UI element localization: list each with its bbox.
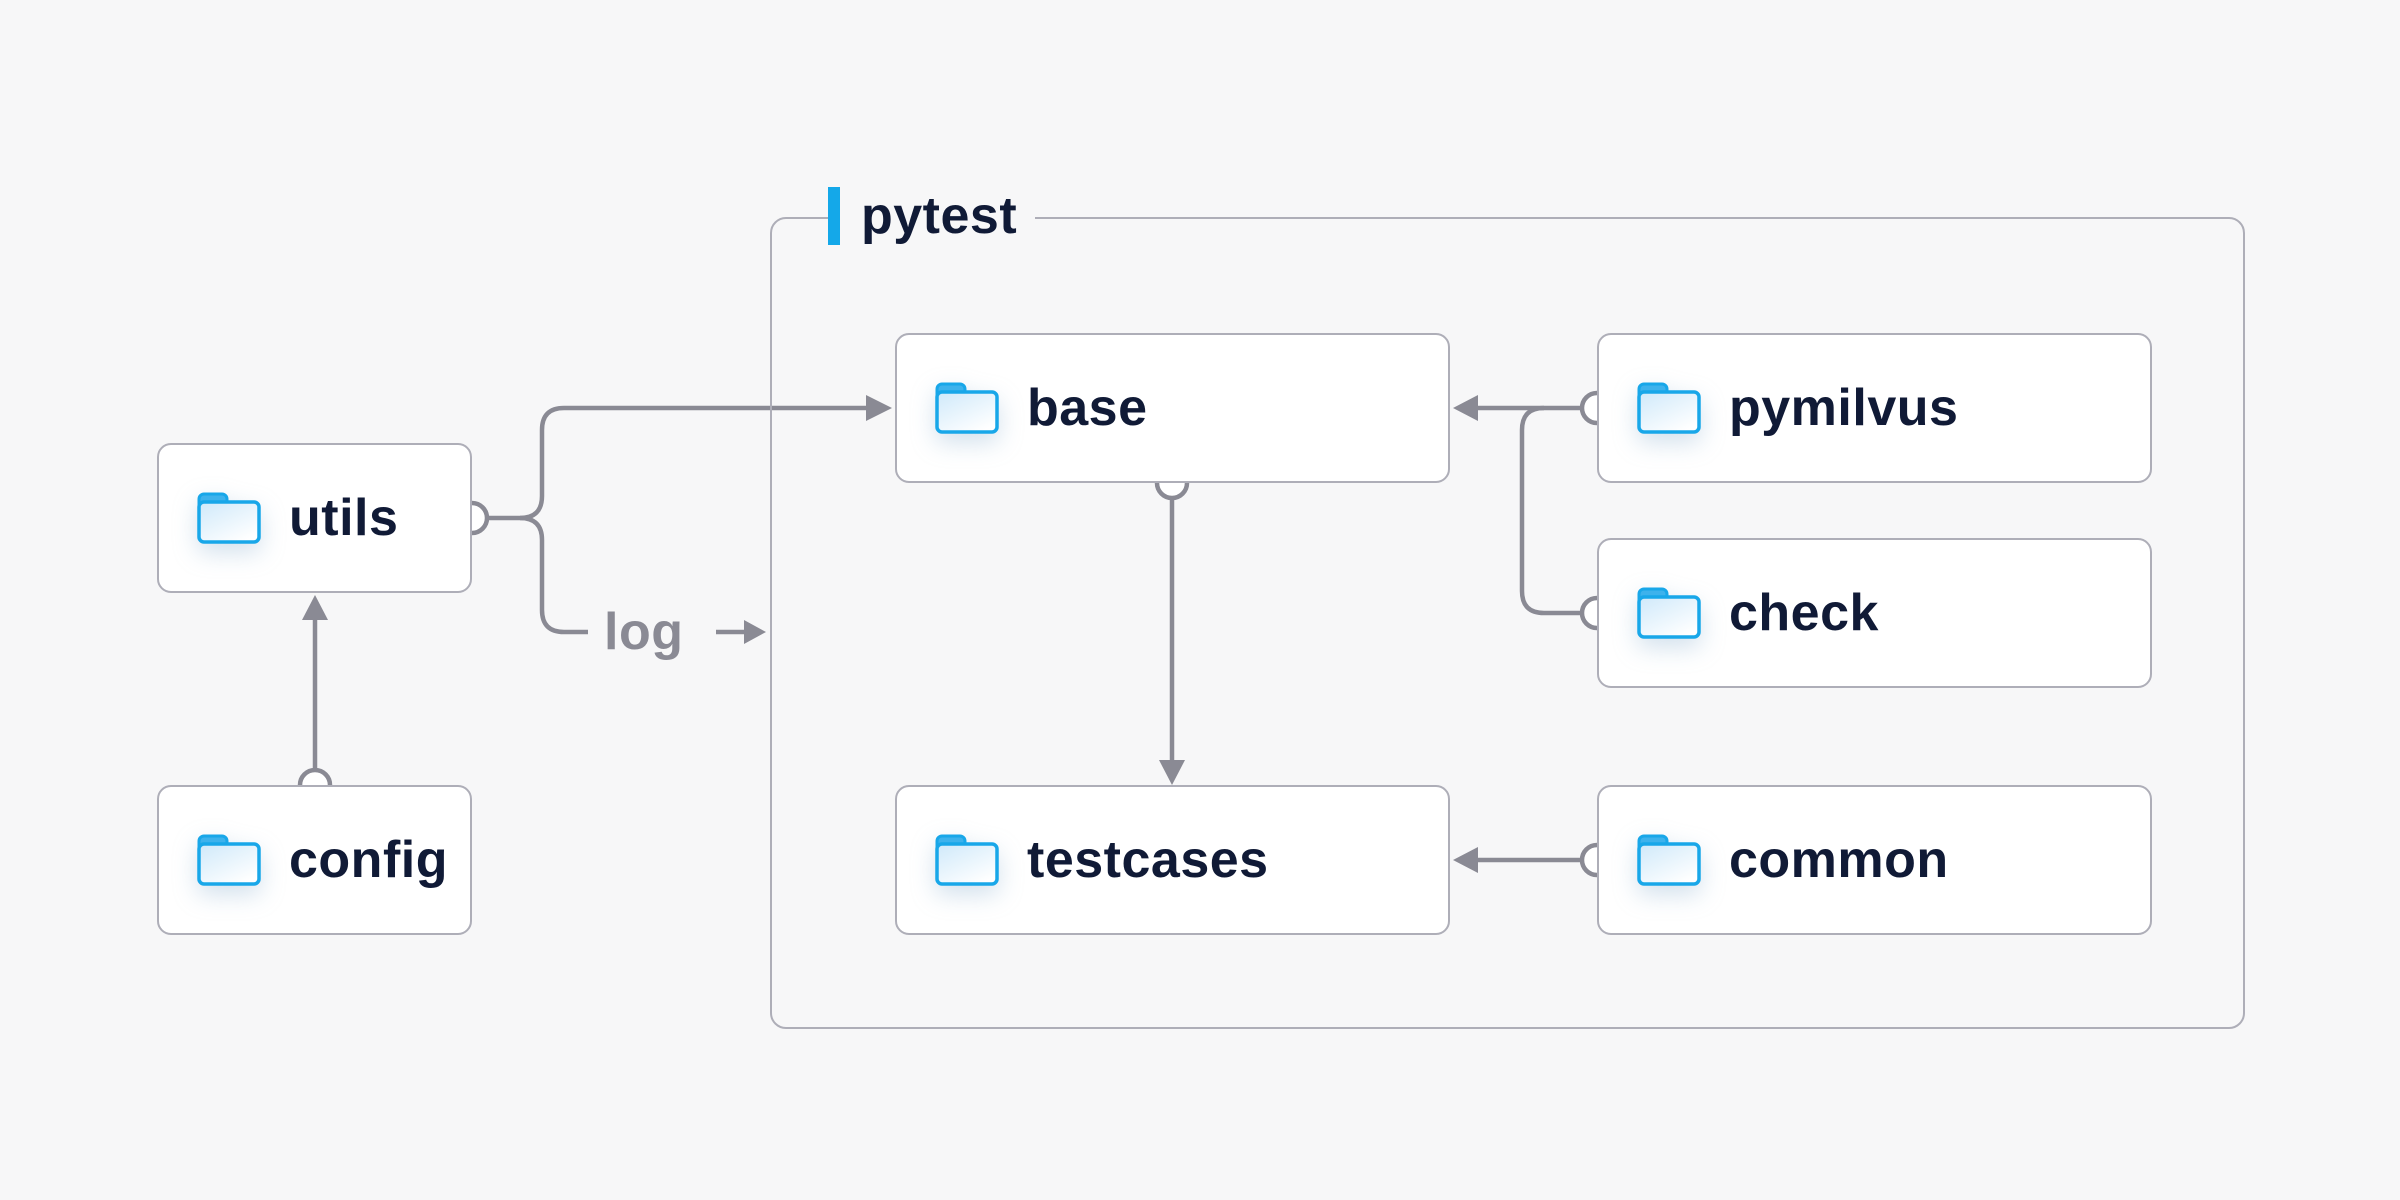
node-label: check bbox=[1729, 584, 1879, 642]
edge-utils-log bbox=[519, 515, 588, 635]
node-config: config bbox=[157, 785, 472, 935]
pytest-group-label: pytest bbox=[828, 187, 1036, 245]
folder-icon bbox=[1637, 834, 1701, 886]
folder-icon bbox=[197, 834, 261, 886]
node-label: pymilvus bbox=[1729, 379, 1959, 437]
node-label: common bbox=[1729, 831, 1949, 889]
node-testcases: testcases bbox=[895, 785, 1450, 935]
arrowhead-base-testcases bbox=[1159, 760, 1185, 785]
arrowhead-pymilvus-base bbox=[1453, 395, 1478, 421]
folder-icon bbox=[935, 382, 999, 434]
arrowhead-common-testcases bbox=[1453, 847, 1478, 873]
node-common: common bbox=[1597, 785, 2152, 935]
arrowhead-utils-base bbox=[866, 395, 892, 421]
node-label: base bbox=[1027, 379, 1148, 437]
node-base: base bbox=[895, 333, 1450, 483]
node-check: check bbox=[1597, 538, 2152, 688]
pytest-group-title: pytest bbox=[861, 187, 1018, 245]
log-edge-label: log bbox=[604, 603, 684, 661]
arrowhead-log bbox=[744, 620, 766, 644]
folder-icon bbox=[935, 834, 999, 886]
edge-check-base bbox=[1519, 405, 1582, 616]
node-label: utils bbox=[289, 489, 399, 547]
accent-bar bbox=[828, 187, 840, 245]
arrowhead-config-utils bbox=[302, 595, 328, 620]
pytest-group-container bbox=[770, 217, 2245, 1029]
node-utils: utils bbox=[157, 443, 472, 593]
node-label: testcases bbox=[1027, 831, 1269, 889]
folder-icon bbox=[1637, 382, 1701, 434]
node-label: config bbox=[289, 831, 448, 889]
folder-icon bbox=[1637, 587, 1701, 639]
node-pymilvus: pymilvus bbox=[1597, 333, 2152, 483]
folder-icon bbox=[197, 492, 261, 544]
